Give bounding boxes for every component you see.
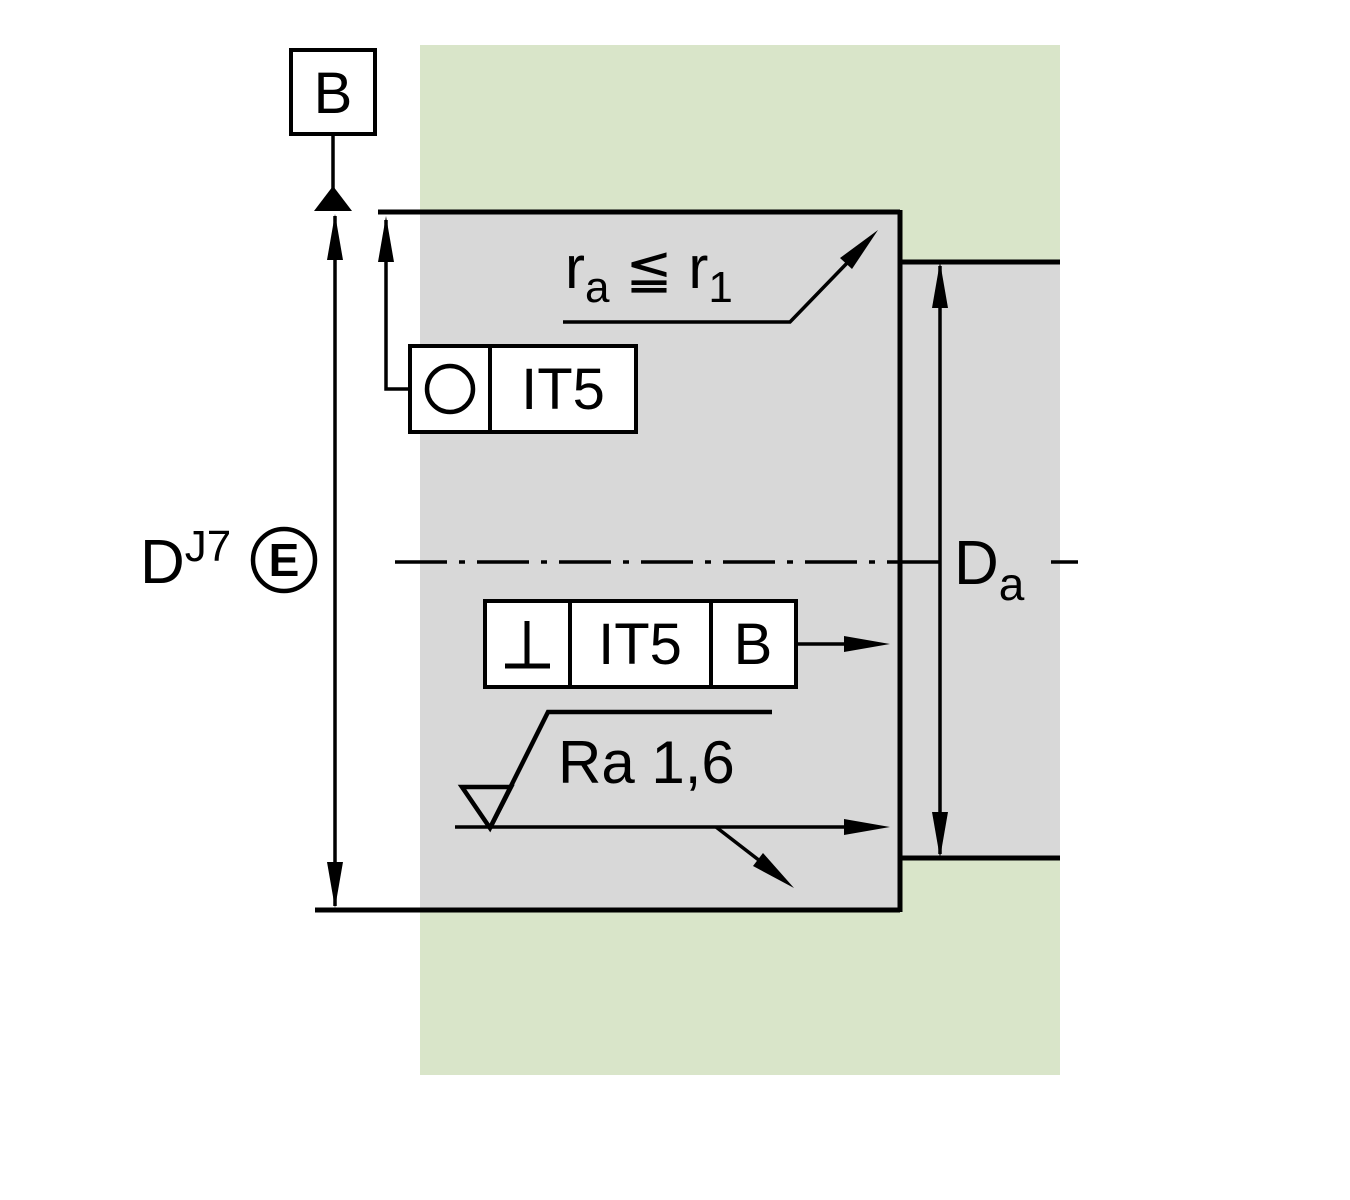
perpendicularity-datum-cell <box>709 599 798 689</box>
roughness-branch-line <box>714 825 762 863</box>
perpendicularity-tolerance-label: IT5 <box>598 612 682 677</box>
arrowhead-down-icon <box>327 862 343 908</box>
roughness-note: Ra 1,6 <box>455 709 890 888</box>
datum-flag-box <box>289 48 377 136</box>
roundness-leader-line <box>384 220 410 391</box>
arrowhead-downright-icon <box>753 853 794 888</box>
datum-flag-label: B <box>314 61 353 126</box>
bore-dimension-label: DJ7 <box>140 522 231 597</box>
perpendicularity-datum-label: B <box>734 612 773 677</box>
fillet-operator: ≦ <box>625 237 672 302</box>
abutment-dimension-subscript: a <box>999 558 1025 610</box>
machined-surface-check-icon <box>457 709 772 833</box>
fillet-leader-line <box>563 258 852 324</box>
bore-dimension: DJ7 E <box>140 214 343 908</box>
fillet-left-base: r <box>565 234 585 301</box>
arrowhead-up-icon <box>327 214 343 260</box>
bore-dimension-superscript: J7 <box>185 522 231 571</box>
abutment-dimension: Da <box>932 262 1044 858</box>
fillet-note-label: ra≦r1 <box>565 234 733 312</box>
perpendicular-icon <box>505 621 550 669</box>
arrowhead-right-icon <box>844 636 890 652</box>
datum-triangle-icon <box>314 186 352 211</box>
roundness-frame: IT5 <box>378 216 638 434</box>
perpendicularity-value-cell <box>568 599 713 689</box>
envelope-modifier-label: E <box>269 534 300 586</box>
roundness-tolerance-label: IT5 <box>521 357 605 422</box>
arrowhead-up-icon <box>378 216 394 262</box>
roughness-value-label: Ra 1,6 <box>558 729 735 796</box>
arrowhead-up-icon <box>932 262 948 308</box>
abutment-label-mask <box>946 520 1044 604</box>
arrowhead-down-icon <box>932 812 948 858</box>
perpendicularity-symbol-cell <box>483 599 572 689</box>
fillet-right-sub: 1 <box>708 263 732 312</box>
fillet-note: ra≦r1 <box>563 230 878 324</box>
fillet-right-base: r <box>688 234 708 301</box>
roughness-check-stroke <box>487 709 772 830</box>
datum-flag: B <box>289 48 377 211</box>
fillet-left-sub: a <box>585 263 610 312</box>
roundness-value-cell <box>488 344 638 434</box>
roundness-symbol-cell <box>408 344 492 434</box>
bore-dimension-base: D <box>140 528 185 597</box>
circularity-icon <box>424 363 476 415</box>
arrowhead-upright-icon <box>840 230 878 269</box>
arrowhead-right-icon <box>844 819 890 835</box>
abutment-dimension-base: D <box>954 529 999 598</box>
abutment-dimension-label: Da <box>954 529 1025 610</box>
envelope-circle-icon <box>250 526 318 594</box>
perpendicularity-frame: IT5 B <box>483 599 890 689</box>
